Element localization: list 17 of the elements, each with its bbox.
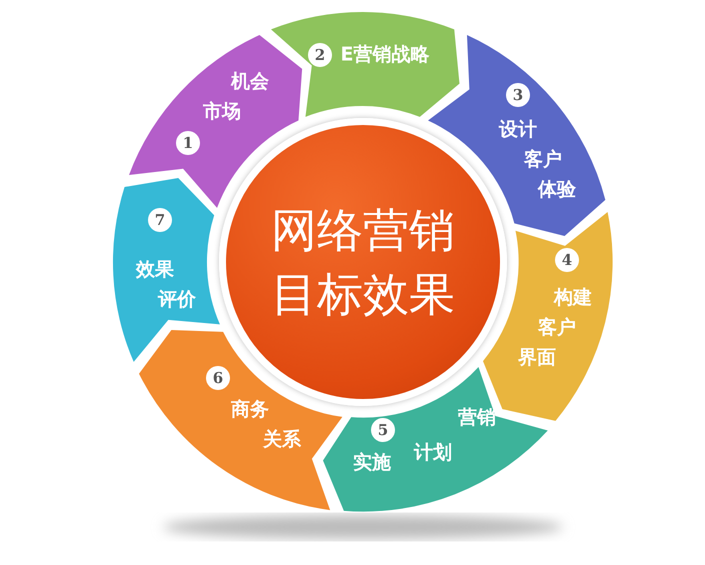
segment-label: 客户	[524, 150, 562, 170]
segment-label: E营销战略	[340, 44, 430, 66]
segment-label: 体验	[538, 180, 576, 200]
segment-label: 营销	[458, 408, 496, 428]
segment-label: 设计	[498, 120, 537, 140]
segment-label: 商务	[230, 400, 269, 420]
segment-label: 机会	[230, 72, 269, 92]
segment-label: 效果	[136, 260, 174, 280]
segment-label: 构建	[554, 288, 592, 308]
center-title: 网络营销目标效果	[270, 202, 456, 323]
segment-label: 客户	[538, 318, 576, 338]
segment-label: 市场	[202, 102, 241, 122]
segment-label: 评价	[158, 290, 196, 310]
segment-label: 关系	[262, 430, 301, 450]
segment-label: 实施	[352, 452, 391, 474]
segment-label: 计划	[414, 442, 452, 464]
segment-label: 界面	[518, 348, 556, 368]
